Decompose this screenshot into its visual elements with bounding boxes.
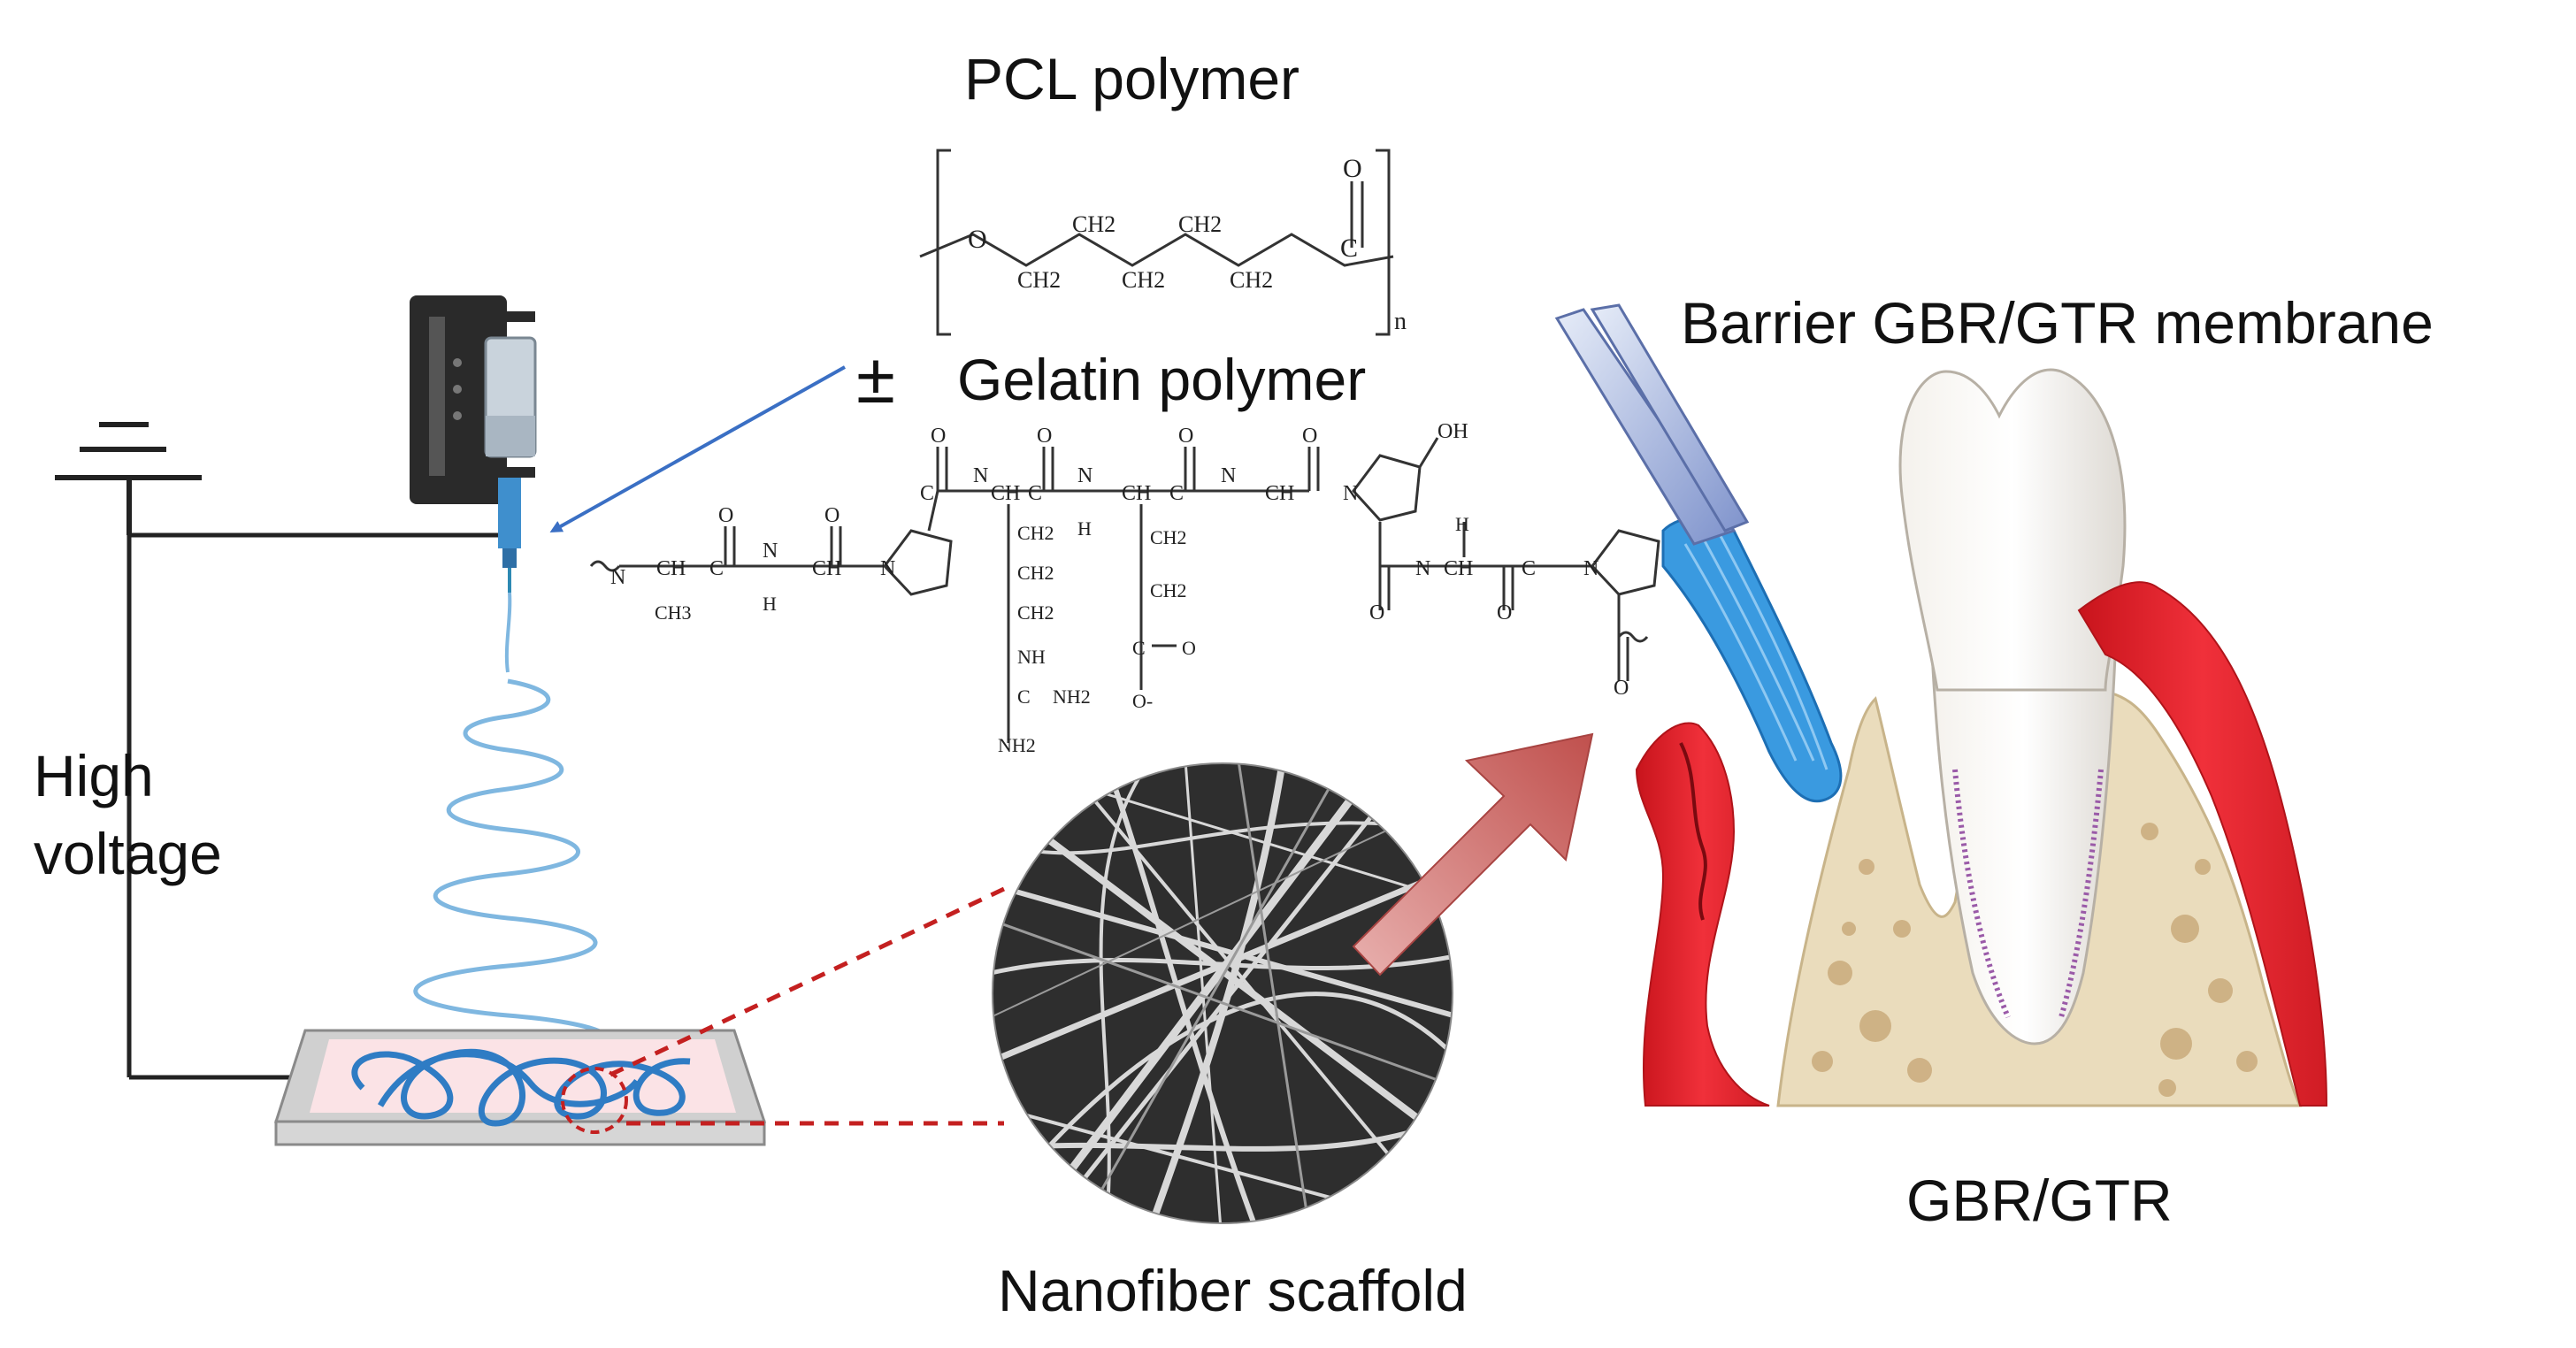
gelatin-o: O	[1037, 425, 1052, 448]
gelatin-c: C	[1132, 637, 1146, 659]
gelatin-ch: CH	[812, 557, 841, 580]
gelatin-ch: CH	[991, 482, 1020, 505]
tooth-crown	[1898, 368, 2127, 692]
gelatin-ch: CH	[1122, 482, 1151, 505]
pcl-carbonyl-o: O	[1343, 154, 1362, 183]
gelatin-o: O	[1178, 425, 1193, 448]
gelatin-nh: NH	[1017, 646, 1046, 668]
gelatin-nh2: NH2	[998, 734, 1036, 756]
gelatin-n: N	[1077, 464, 1092, 487]
pcl-polymer-label: PCL polymer	[964, 46, 1300, 111]
gelatin-o: O	[1497, 601, 1512, 624]
gelatin-o: O	[931, 425, 946, 448]
gelatin-o-minus: O-	[1132, 690, 1153, 712]
gelatin-o: O	[1182, 637, 1196, 659]
pcl-o-atom: O	[968, 225, 987, 254]
pointer-arrow	[549, 365, 846, 532]
gbr-gtr-label: GBR/GTR	[1906, 1168, 2173, 1233]
gelatin-ch: CH	[1444, 557, 1473, 580]
pcl-carbonyl-c: C	[1340, 234, 1358, 263]
pcl-ch2: CH2	[1017, 267, 1061, 293]
gelatin-c: C	[920, 482, 934, 505]
gelatin-ch2: CH2	[1017, 601, 1054, 624]
pcl-ch2: CH2	[1072, 211, 1116, 237]
gelatin-structure: N CH CH3 O C N H CH O N O C N CH O C CH2…	[589, 420, 1660, 756]
transition-arrow	[1352, 732, 1594, 977]
gelatin-polymer-label: Gelatin polymer	[957, 347, 1367, 412]
gelatin-oh: OH	[1438, 420, 1468, 443]
gum-right	[2077, 581, 2328, 1107]
gelatin-n: N	[973, 464, 988, 487]
nanofiber-sem-image	[993, 763, 1453, 1223]
gelatin-nh2: NH2	[1053, 685, 1091, 708]
gelatin-h: H	[1077, 517, 1092, 540]
dental-gbr-illustration	[1554, 303, 2328, 1107]
gelatin-ch2: CH2	[1150, 526, 1187, 548]
pcl-ch2: CH2	[1122, 267, 1165, 293]
gelatin-ch3: CH3	[655, 601, 692, 624]
barrier-membrane-label: Barrier GBR/GTR membrane	[1681, 290, 2434, 356]
gelatin-n: N	[880, 557, 895, 580]
zoom-circle-small	[561, 1067, 628, 1134]
plus-minus-symbol: ±	[856, 339, 895, 417]
gelatin-n: N	[1343, 482, 1358, 505]
gelatin-c: C	[1169, 482, 1184, 505]
gelatin-n: N	[1221, 464, 1236, 487]
gelatin-o: O	[1302, 425, 1317, 448]
gelatin-n: N	[1583, 557, 1598, 580]
pcl-ch2: CH2	[1178, 211, 1222, 237]
gelatin-c: C	[1028, 482, 1042, 505]
gelatin-n: N	[1415, 557, 1430, 580]
fiber-spiral-whip	[413, 678, 612, 1068]
fiber-jet	[504, 592, 512, 673]
gelatin-o: O	[1369, 601, 1384, 624]
gelatin-ch: CH	[1265, 482, 1294, 505]
deposited-fibers	[351, 1048, 691, 1127]
gelatin-ch: CH	[656, 557, 686, 580]
gelatin-c: C	[1017, 685, 1031, 708]
gelatin-o: O	[1614, 677, 1629, 700]
gelatin-h: H	[763, 593, 777, 615]
gelatin-n: N	[610, 566, 625, 589]
forceps	[1554, 308, 1736, 546]
gelatin-c: C	[709, 557, 724, 580]
gelatin-h: H	[1455, 513, 1469, 535]
high-voltage-label-line1: High	[34, 743, 154, 808]
syringe-pump-icon	[410, 295, 537, 593]
high-voltage-label-line2: voltage	[34, 821, 222, 886]
gelatin-c: C	[1522, 557, 1536, 580]
gelatin-n: N	[763, 540, 778, 563]
gelatin-ch2: CH2	[1150, 579, 1187, 601]
pcl-structure: O O C CH2 CH2 CH2 CH2 CH2 n	[919, 149, 1407, 336]
pcl-repeat-n: n	[1394, 308, 1407, 335]
nanofiber-scaffold-label: Nanofiber scaffold	[998, 1258, 1468, 1323]
pcl-ch2: CH2	[1230, 267, 1273, 293]
gelatin-ch2: CH2	[1017, 562, 1054, 584]
ground-symbol	[55, 422, 202, 535]
gelatin-o: O	[718, 504, 733, 527]
gelatin-ch2: CH2	[1017, 522, 1054, 544]
circuit-wire	[126, 532, 504, 1080]
gelatin-o: O	[824, 504, 840, 527]
